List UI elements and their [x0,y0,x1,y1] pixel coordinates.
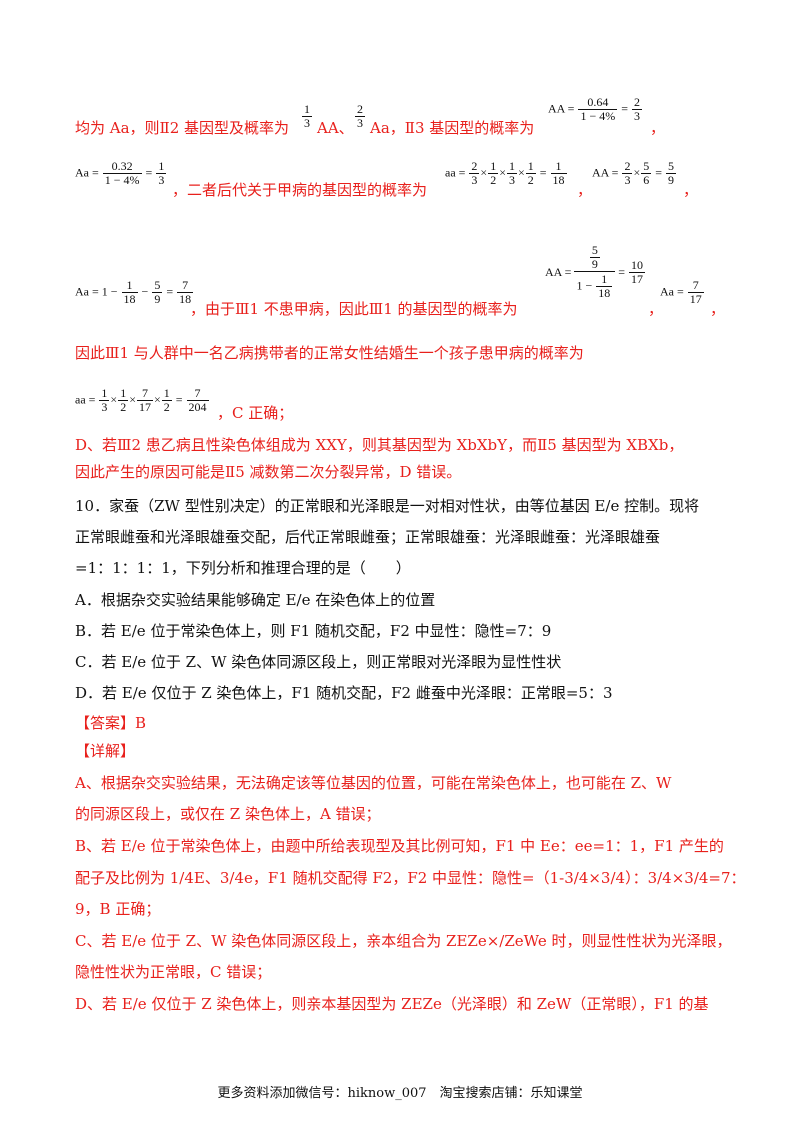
line-1-end: ， [650,119,666,137]
q10-line-3: =1：1：1：1，下列分析和推理合理的是（ ） [75,559,411,577]
detail-line-3: B、若 E/e 位于常染色体上，由题中所给表现型及其比例可知，F1 中 Ee：e… [75,837,724,855]
para-d-2: 因此产生的原因可能是Ⅱ5 减数第二次分裂异常，D 错误。 [75,463,462,481]
detail-line-7: 隐性性状为正常眼，C 错误； [75,963,272,981]
line-1-c: Aa，Ⅱ3 基因型的概率为 [370,119,535,137]
line-3-end: ， [710,300,726,318]
option-a: A．根据杂交实验结果能够确定 E/e 在染色体上的位置 [75,591,436,609]
line-3: ，由于Ⅲ1 不患甲病，因此Ⅲ1 的基因型的概率为 [190,300,518,318]
line-4: 因此Ⅲ1 与人群中一名乙病携带者的正常女性结婚生一个孩子患甲病的概率为 [75,344,584,362]
detail-line-1: A、根据杂交实验结果，无法确定该等位基因的位置，可能在常染色体上，也可能在 Z、… [75,774,672,792]
line-3-sep: ， [648,300,664,318]
line-2: ，二者后代关于甲病的基因型的概率为 [172,181,428,199]
q10-line-1: 10．家蚕（ZW 型性别决定）的正常眼和光泽眼是一对相对性状，由等位基因 E/e… [75,497,700,515]
footer: 更多资料添加微信号：hiknow_007 淘宝搜索店铺：乐知课堂 [217,1086,583,1101]
answer: 【答案】B [75,714,147,732]
line-2-end: ， [683,181,699,199]
text: 均为 Aa，则Ⅱ2 基因型及概率为 [75,119,290,137]
detail-line-8: D、若 E/e 仅位于 Z 染色体上，则亲本基因型为 ZEZe（光泽眼）和 Ze… [75,995,709,1013]
line-2-sep: ， [577,181,593,199]
option-b: B．若 E/e 位于常染色体上，则 F1 随机交配，F2 中显性：隐性=7：9 [75,622,552,640]
detail-title: 【详解】 [75,742,136,760]
option-d: D．若 E/e 仅位于 Z 染色体上，F1 随机交配，F2 雌蚕中光泽眼：正常眼… [75,684,613,702]
line-5: ，C 正确； [217,404,294,422]
detail-line-4: 配子及比例为 1/4E、3/4e，F1 随机交配得 F2，F2 中显性：隐性=（… [75,869,746,887]
para-d-1: D、若Ⅲ2 患乙病且性染色体组成为 XXY，则其基因型为 XbXbY，而Ⅱ5 基… [75,436,684,454]
option-c: C．若 E/e 位于 Z、W 染色体同源区段上，则正常眼对光泽眼为显性性状 [75,653,562,671]
q10-line-2: 正常眼雌蚕和光泽眼雄蚕交配，后代正常眼雌蚕；正常眼雄蚕：光泽眼雌蚕：光泽眼雄蚕 [75,528,661,546]
detail-line-2: 的同源区段上，或仅在 Z 染色体上，A 错误； [75,805,381,823]
detail-line-5: 9，B 正确； [75,900,161,918]
line-1: 均为 Aa，则Ⅱ2 基因型及概率为 [75,118,289,138]
detail-line-6: C、若 E/e 位于 Z、W 染色体同源区段上，亲本组合为 ZEZe×/ZeWe… [75,932,732,950]
line-1-b: AA、 [317,119,354,137]
